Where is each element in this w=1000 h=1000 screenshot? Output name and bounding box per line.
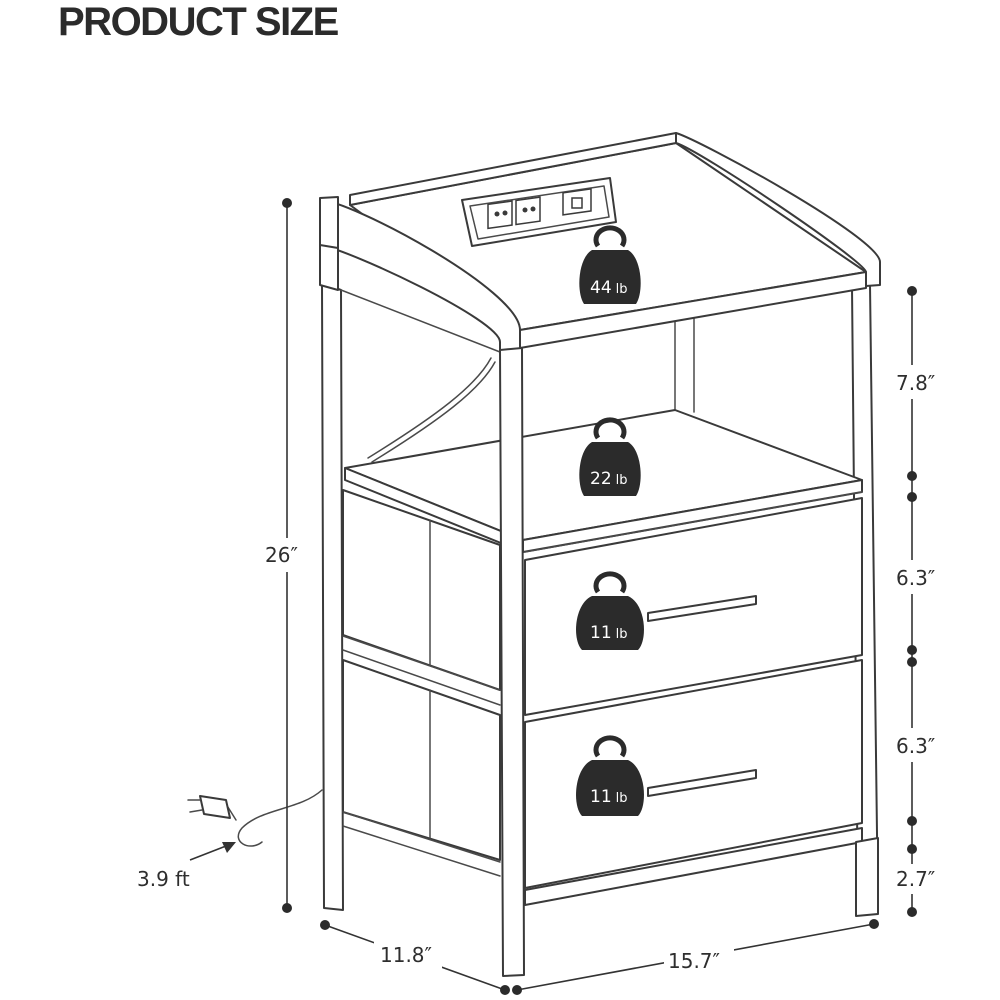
shelf-height-label: 7.8″ <box>896 371 935 395</box>
dimension-right-stack: 7.8″ 6.3″ 6.3″ 2.7″ <box>892 286 952 917</box>
power-outlet-icon <box>515 196 541 226</box>
weight-value-drawer-1: 11 <box>590 623 612 643</box>
dimension-width: 15.7″ <box>512 919 879 995</box>
width-label: 15.7″ <box>668 949 720 973</box>
usb-port-icon <box>562 188 592 216</box>
weight-unit-top: lb <box>616 282 628 297</box>
dimension-height-total: 26″ <box>262 198 312 913</box>
power-outlet-icon <box>487 200 513 230</box>
weight-value-shelf: 22 <box>590 469 612 489</box>
outlet-panel <box>461 177 617 247</box>
drawer-2-height-label: 6.3″ <box>896 734 935 758</box>
cord-length-label: 3.9 ft <box>137 867 190 891</box>
weight-unit-drawer-2: lb <box>616 791 628 806</box>
height-total-label: 26″ <box>265 543 298 567</box>
weight-icon: 44 lb <box>579 225 641 304</box>
depth-label: 11.8″ <box>380 943 432 967</box>
weight-value-top: 44 <box>590 278 612 298</box>
power-plug-icon <box>187 789 323 847</box>
drawer-1-height-label: 6.3″ <box>896 566 935 590</box>
page-title: PRODUCT SIZE <box>58 0 339 44</box>
dimension-depth: 11.8″ <box>320 920 510 995</box>
weight-value-drawer-2: 11 <box>590 787 612 807</box>
weight-icon: 11 lb <box>576 735 644 816</box>
weight-icon: 22 lb <box>579 417 641 496</box>
weight-unit-drawer-1: lb <box>616 627 628 642</box>
weight-icon: 11 lb <box>576 571 644 650</box>
weight-unit-shelf: lb <box>616 473 628 488</box>
arrow-icon <box>189 842 236 861</box>
bottom-clearance-label: 2.7″ <box>896 867 935 891</box>
